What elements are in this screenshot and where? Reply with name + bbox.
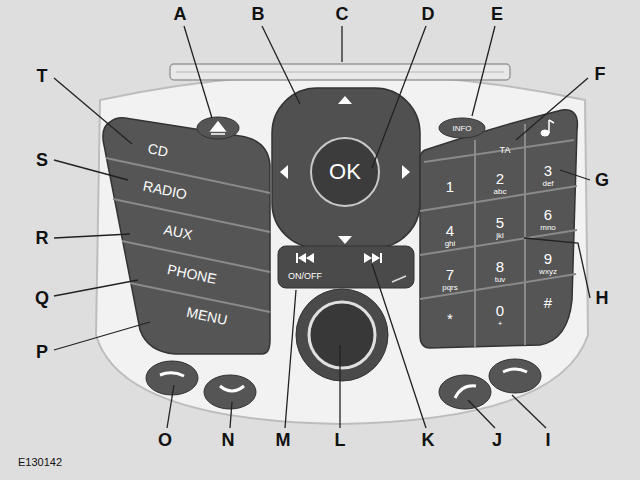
button-label: RADIO xyxy=(142,179,188,202)
bezel xyxy=(96,74,588,424)
cd-slot-line xyxy=(176,72,504,73)
knob-ring xyxy=(309,302,375,368)
callout-letter: N xyxy=(222,431,235,449)
call-buttons xyxy=(146,359,541,409)
button-label: OK xyxy=(329,161,361,183)
button-label: ON/OFF xyxy=(288,272,322,281)
keypad-grid xyxy=(420,124,577,347)
callout-letter: P xyxy=(36,343,48,361)
info-button xyxy=(439,118,485,138)
key-digit: 1 xyxy=(446,179,454,194)
eject-button xyxy=(197,117,239,139)
note-symbol xyxy=(541,120,554,136)
keypad xyxy=(420,110,577,348)
volume-knob xyxy=(296,289,388,381)
button-separators xyxy=(106,158,270,312)
key-digit: 7 xyxy=(446,267,454,282)
button-label: CD xyxy=(147,141,170,159)
key-letters: def xyxy=(542,180,553,188)
key-digit: 3 xyxy=(544,163,552,178)
callout-letter: E xyxy=(491,5,503,23)
callout-letter: T xyxy=(37,67,48,85)
source-buttons xyxy=(103,118,270,354)
cd-slot xyxy=(170,64,510,80)
key-digit: 9 xyxy=(544,251,552,266)
track-buttons xyxy=(278,246,414,288)
key-letters: tuv xyxy=(495,276,506,284)
button-label: AUX xyxy=(162,222,193,242)
button-label: TA xyxy=(500,146,511,155)
key-digit: # xyxy=(544,295,552,310)
key-digit: * xyxy=(447,311,453,326)
eject-symbol xyxy=(211,122,225,134)
button-label: MENU xyxy=(185,305,228,327)
key-digit: 2 xyxy=(496,171,504,186)
callout-letter: S xyxy=(36,151,48,169)
callout-letter: B xyxy=(252,5,265,23)
track-symbols xyxy=(296,253,382,263)
callout-letter: G xyxy=(595,171,609,189)
key-letters: + xyxy=(498,320,503,328)
key-digit: 4 xyxy=(446,223,454,238)
callout-letter: H xyxy=(596,289,609,307)
ok-button xyxy=(311,138,379,206)
callout-letter: J xyxy=(492,431,502,449)
leader-lines xyxy=(54,26,590,428)
key-digit: 6 xyxy=(544,207,552,222)
figure-code: E130142 xyxy=(18,457,62,468)
callout-letter: A xyxy=(174,5,187,23)
key-letters: pqrs xyxy=(442,284,458,292)
callout-letter: D xyxy=(422,5,435,23)
nav-pad xyxy=(272,88,420,248)
key-digit: 5 xyxy=(496,215,504,230)
key-letters: wxyz xyxy=(539,268,557,276)
callout-letter: C xyxy=(336,5,349,23)
button-label: INFO xyxy=(452,125,471,133)
key-letters: ghi xyxy=(445,240,456,248)
key-letters: mno xyxy=(540,224,556,232)
callout-letter: F xyxy=(595,65,606,83)
key-letters: abc xyxy=(494,188,507,196)
key-digit: 8 xyxy=(496,259,504,274)
callout-letter: R xyxy=(36,229,49,247)
button-label: PHONE xyxy=(166,262,218,286)
callout-letter: K xyxy=(422,431,435,449)
callout-letter: L xyxy=(335,431,346,449)
callout-letter: O xyxy=(158,431,172,449)
callout-letter: I xyxy=(545,431,550,449)
callout-letter: Q xyxy=(35,289,49,307)
callout-letter: M xyxy=(276,431,291,449)
key-digit: 0 xyxy=(496,303,504,318)
volume-mark xyxy=(392,276,406,282)
key-letters: jkl xyxy=(496,232,504,240)
